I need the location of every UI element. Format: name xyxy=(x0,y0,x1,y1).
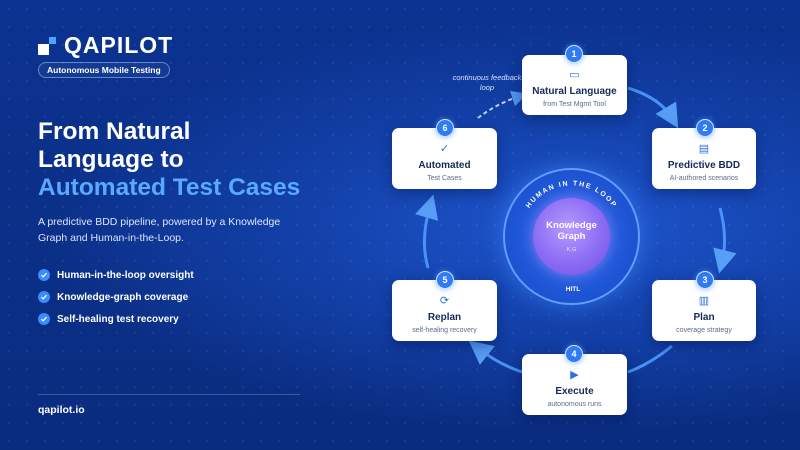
brand-logo: QAPILOT xyxy=(38,32,173,59)
play-icon: ▶ xyxy=(570,369,579,381)
headline: From Natural Language to Automated Test … xyxy=(38,118,358,202)
bar-chart-icon: ▥ xyxy=(698,295,710,307)
check-circle-icon xyxy=(38,291,50,303)
step-badge: 5 xyxy=(436,271,454,289)
knowledge-graph-title: Knowledge Graph xyxy=(546,220,597,242)
feature-item: Knowledge-graph coverage xyxy=(38,286,194,308)
step-title: Plan xyxy=(693,312,715,323)
step-card-natural-language[interactable]: ▭ Natural Language from Test Mgmt Tool xyxy=(522,55,627,115)
tagline-pill: Autonomous Mobile Testing xyxy=(38,62,170,78)
step-subtitle: self-healing recovery xyxy=(412,327,477,334)
step-subtitle: Test Cases xyxy=(427,175,462,182)
hitl-label: HITL xyxy=(565,286,581,293)
feature-item: Human-in-the-loop oversight xyxy=(38,264,194,286)
footer-divider xyxy=(38,394,300,395)
feature-label: Human-in-the-loop oversight xyxy=(57,269,194,281)
step-subtitle: AI-authored scenarios xyxy=(669,175,739,182)
arrow-2-to-3 xyxy=(713,207,737,274)
feature-label: Self-healing test recovery xyxy=(57,313,179,325)
step-badge: 2 xyxy=(696,119,714,137)
step-badge: 6 xyxy=(436,119,454,137)
refresh-icon: ⟳ xyxy=(439,295,450,307)
headline-line-3: Automated Test Cases xyxy=(38,174,301,201)
step-badge: 3 xyxy=(696,271,714,289)
step-title: Replan xyxy=(427,312,462,323)
chat-icon: ▭ xyxy=(569,69,580,81)
step-title: Natural Language xyxy=(532,86,617,97)
step-title: Predictive BDD xyxy=(667,160,741,171)
headline-line-2: Language to xyxy=(38,146,184,173)
step-card-plan[interactable]: ▥ Plan coverage strategy xyxy=(652,280,756,341)
knowledge-graph-core: Knowledge Graph K.G xyxy=(533,198,610,275)
feature-item: Self-healing test recovery xyxy=(38,308,194,330)
step-subtitle: from Test Mgmt Tool xyxy=(543,101,606,108)
check-circle-icon xyxy=(38,269,50,281)
step-title: Execute xyxy=(555,386,594,397)
shield-check-icon: ✓ xyxy=(439,143,450,155)
feedback-arrow xyxy=(477,90,528,119)
step-subtitle: coverage strategy xyxy=(676,327,732,334)
step-card-predictive-bdd[interactable]: ▤ Predictive BDD AI-authored scenarios xyxy=(652,128,756,189)
website-link[interactable]: qapilot.io xyxy=(38,404,85,416)
knowledge-graph-subtitle: K.G xyxy=(566,247,577,253)
step-badge: 4 xyxy=(565,345,583,363)
document-icon: ▤ xyxy=(698,143,710,155)
feedback-loop-note: continuous feedback loop xyxy=(452,73,522,92)
check-circle-icon xyxy=(38,313,50,325)
step-title: Automated xyxy=(418,160,471,171)
feature-list: Human-in-the-loop oversight Knowledge-gr… xyxy=(38,264,194,330)
description: A predictive BDD pipeline, powered by a … xyxy=(38,216,281,244)
step-card-replan[interactable]: ⟳ Replan self-healing recovery xyxy=(392,280,497,341)
arrow-3-to-4 xyxy=(627,344,673,374)
step-badge: 1 xyxy=(565,45,583,63)
step-subtitle: autonomous runs xyxy=(547,401,602,408)
logo-mark-icon xyxy=(38,36,60,55)
arrow-1-to-2 xyxy=(627,86,679,129)
headline-line-1: From Natural xyxy=(38,118,191,145)
brand-name: QAPILOT xyxy=(64,32,174,58)
feature-label: Knowledge-graph coverage xyxy=(57,291,189,303)
arrow-5-to-6 xyxy=(415,194,439,269)
arrow-4-to-5 xyxy=(468,340,523,374)
step-card-automated[interactable]: ✓ Automated Test Cases xyxy=(392,128,497,189)
step-card-execute[interactable]: ▶ Execute autonomous runs xyxy=(522,354,627,415)
